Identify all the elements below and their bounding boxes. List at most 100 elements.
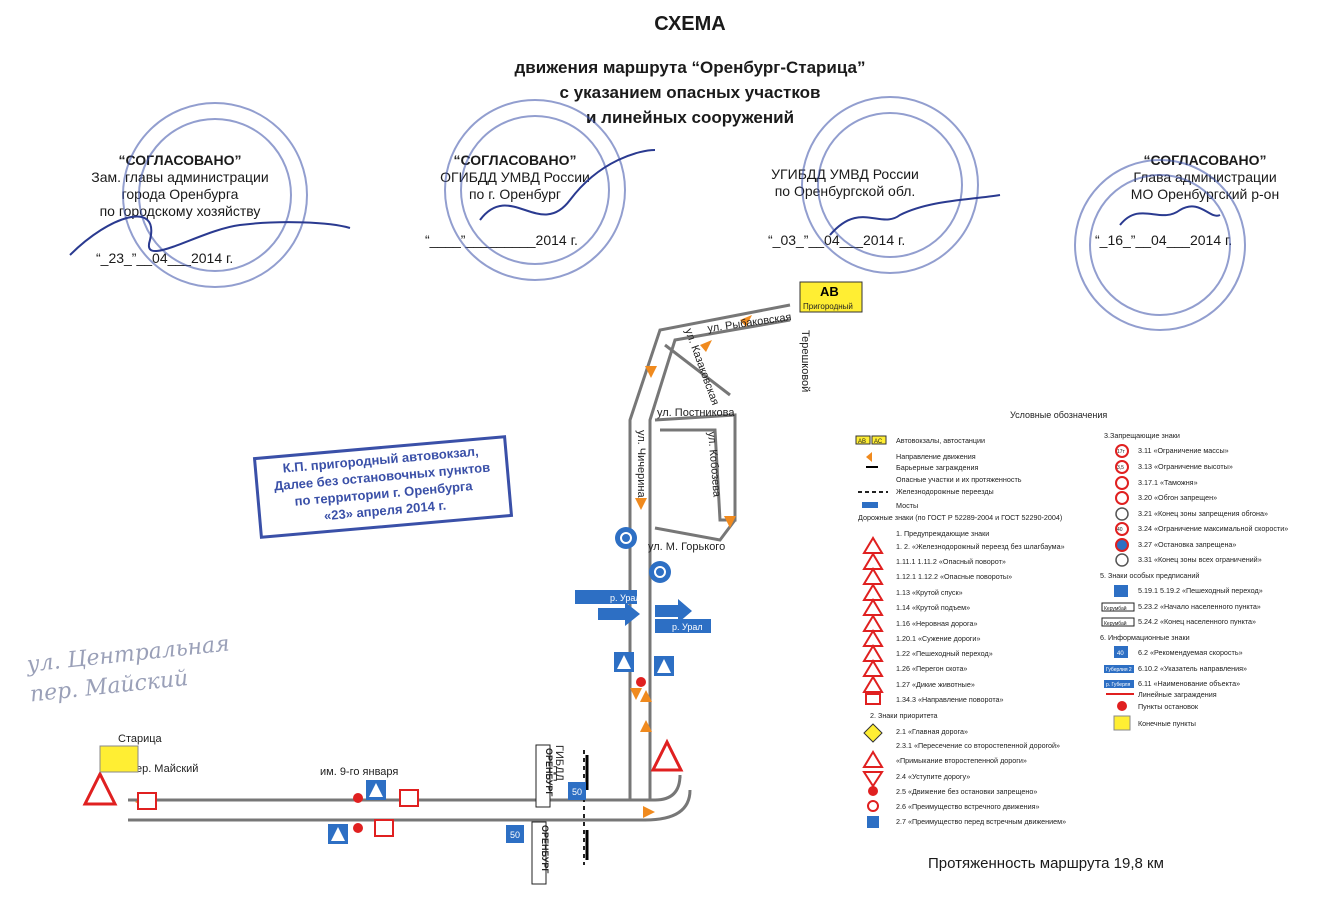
approval-4: “СОГЛАСОВАНО” Глава администрации МО Оре… bbox=[1105, 152, 1305, 203]
legend-kerum1: Керумбай bbox=[1104, 605, 1127, 612]
approval-3-line2: по Оренбургской обл. bbox=[774, 183, 916, 199]
legend-r-17: Линейные заграждения bbox=[1138, 690, 1217, 699]
legend-l-15: 1.22 «Пешеходный переход» bbox=[896, 649, 993, 658]
legend-l-7: 1. Предупреждающие знаки bbox=[896, 529, 989, 538]
street-gorkogo: ул. М. Горького bbox=[648, 541, 725, 553]
round-stamps bbox=[122, 96, 1246, 331]
bridge-arrow-right bbox=[655, 599, 692, 623]
legend-city-end bbox=[1101, 617, 1135, 627]
subtitle-line-2: с указанием опасных участков bbox=[559, 83, 821, 102]
legend-ac-box bbox=[871, 435, 887, 445]
street-postnikova: ул. Постникова bbox=[657, 407, 735, 419]
warning-signs bbox=[82, 738, 684, 806]
legend-r-6: 3.24 «Ограничение максимальной скорости» bbox=[1138, 524, 1288, 533]
legend-l-11: 1.13 «Крутой спуск» bbox=[896, 588, 963, 597]
road-bottom-main bbox=[128, 774, 682, 802]
legend-l-14: 1.20.1 «Сужение дороги» bbox=[896, 634, 980, 643]
legend-l-0: Автовокзалы, автостанции bbox=[896, 436, 985, 445]
legend-l-19: 2. Знаки приоритета bbox=[870, 711, 938, 720]
legend-right: 3.Запрещающие знаки 3.11 «Ограничение ма… bbox=[1100, 431, 1288, 731]
legend-l-10: 1.12.1 1.12.2 «Опасные повороты» bbox=[896, 572, 1012, 581]
roundabout-sign-1-mark bbox=[620, 532, 632, 544]
legend-turn-sign bbox=[865, 693, 881, 705]
diagram-title: СХЕМА bbox=[654, 13, 726, 35]
legend-r-19: Конечные пункты bbox=[1138, 719, 1196, 728]
legend-priority-oncoming bbox=[867, 800, 879, 812]
arrow-down-3 bbox=[645, 366, 657, 378]
legend-end-all bbox=[1115, 553, 1129, 567]
legend-l-9: 1.11.1 1.11.2 «Опасный поворот» bbox=[896, 557, 1006, 566]
legend-prohibit-1 bbox=[1115, 444, 1129, 458]
legend-terminal bbox=[1113, 715, 1131, 731]
legend-l-4: Железнодорожные переезды bbox=[896, 487, 994, 496]
legend-gub2: р. Губерля bbox=[1106, 682, 1131, 688]
roundabout-sign-2 bbox=[649, 561, 671, 583]
legend-stop-point bbox=[1117, 701, 1127, 711]
direction-signs bbox=[137, 789, 419, 837]
approval-3: УГИБДД УМВД России по Оренбургской обл. bbox=[745, 166, 945, 200]
approval-3-date: “_03_”__04___2014 г. bbox=[768, 232, 906, 248]
signature-1 bbox=[69, 215, 351, 256]
approval-2: “СОГЛАСОВАНО” ОГИБДД УМВД России по г. О… bbox=[400, 152, 630, 203]
av-terminal-label: АВ bbox=[820, 284, 839, 299]
turn-sign-2 bbox=[399, 789, 419, 807]
legend-av-text: АВ bbox=[858, 439, 866, 445]
legend-warn-5 bbox=[862, 598, 884, 616]
legend-prohibit-3 bbox=[1115, 476, 1129, 490]
legend-prohibit-7 bbox=[1115, 538, 1129, 552]
stamp-circle-3 bbox=[801, 96, 979, 274]
roundabout-sign-2-mark bbox=[654, 566, 666, 578]
turn-sign-1 bbox=[137, 792, 157, 810]
stamp-circle-1 bbox=[122, 102, 308, 288]
legend-object-sign bbox=[1104, 680, 1134, 688]
legend-l-2: Барьерные заграждения bbox=[896, 463, 978, 472]
legend-l-21: 2.3.1 «Пересечение со второстепенной дор… bbox=[896, 741, 1060, 750]
legend-l-26: 2.7 «Преимущество перед встречным движен… bbox=[896, 817, 1066, 826]
legend-l-3: Опасные участки и их протяженность bbox=[896, 475, 1022, 484]
road-gorkogo bbox=[654, 519, 737, 542]
legend-warning-icons bbox=[862, 536, 884, 788]
direction-arrows bbox=[135, 315, 752, 818]
legend-r-16: 6.11 «Наименование объекта» bbox=[1138, 679, 1240, 688]
legend-rec-speed bbox=[1114, 646, 1128, 658]
legend-v40: 40 bbox=[1117, 527, 1123, 533]
legend-warn-4 bbox=[862, 583, 884, 601]
legend-rec40: 40 bbox=[1117, 651, 1124, 657]
legend-gub: Губерлия 2 bbox=[1106, 667, 1132, 673]
legend-ped-sign bbox=[1114, 585, 1128, 597]
arrow-corner-1 bbox=[700, 340, 712, 352]
stamp-circle-4 bbox=[1074, 159, 1246, 331]
legend-l-6: Дорожные знаки (по ГОСТ Р 52289-2004 и Г… bbox=[858, 513, 1062, 522]
legend-warn-9 bbox=[862, 659, 884, 677]
legend-r-1: 3.11 «Ограничение массы» bbox=[1138, 446, 1229, 455]
legend-end-zone bbox=[1115, 507, 1129, 521]
route-length: Протяженность маршрута 19,8 км bbox=[928, 855, 1164, 872]
legend-r-3: 3.17.1 «Таможня» bbox=[1138, 478, 1198, 487]
legend-r-0: 3.Запрещающие знаки bbox=[1104, 431, 1180, 440]
ped-sign-3-tri bbox=[369, 783, 383, 797]
route-roads bbox=[128, 303, 791, 822]
sign-speed-2 bbox=[506, 825, 524, 843]
legend-prohibit-4 bbox=[1115, 491, 1129, 505]
approval-4-line2: МО Оренбургский р-он bbox=[1130, 186, 1280, 202]
legend-warn-1 bbox=[862, 536, 884, 554]
legend: Условные обозначения АВ АС Автовокзалы, … bbox=[855, 410, 1288, 828]
stop-point-2 bbox=[353, 823, 363, 833]
arrow-down-1 bbox=[630, 688, 642, 700]
street-staritsa: Старица bbox=[118, 733, 163, 745]
subtitle-line-3: и линейных сооружений bbox=[585, 108, 795, 127]
legend-l-1: Направление движения bbox=[896, 452, 976, 461]
arrow-right-bottom bbox=[643, 806, 655, 818]
legend-r-4: 3.20 «Обгон запрещен» bbox=[1138, 493, 1217, 502]
approval-2-line1: ОГИБДД УМВД России bbox=[440, 169, 590, 185]
approval-4-heading: “СОГЛАСОВАНО” bbox=[1143, 152, 1267, 168]
sign-ural-1 bbox=[575, 590, 637, 604]
legend-av-box bbox=[855, 435, 871, 445]
legend-l-13: 1.16 «Неровная дорога» bbox=[896, 619, 977, 628]
legend-r-14: 6.2 «Рекомендуемая скорость» bbox=[1138, 648, 1243, 657]
legend-h35: 3,5 bbox=[1117, 465, 1124, 471]
sign-speed-1 bbox=[568, 782, 586, 800]
signature-3 bbox=[829, 194, 1001, 236]
approval-1-line1: Зам. главы администрации bbox=[91, 169, 269, 185]
